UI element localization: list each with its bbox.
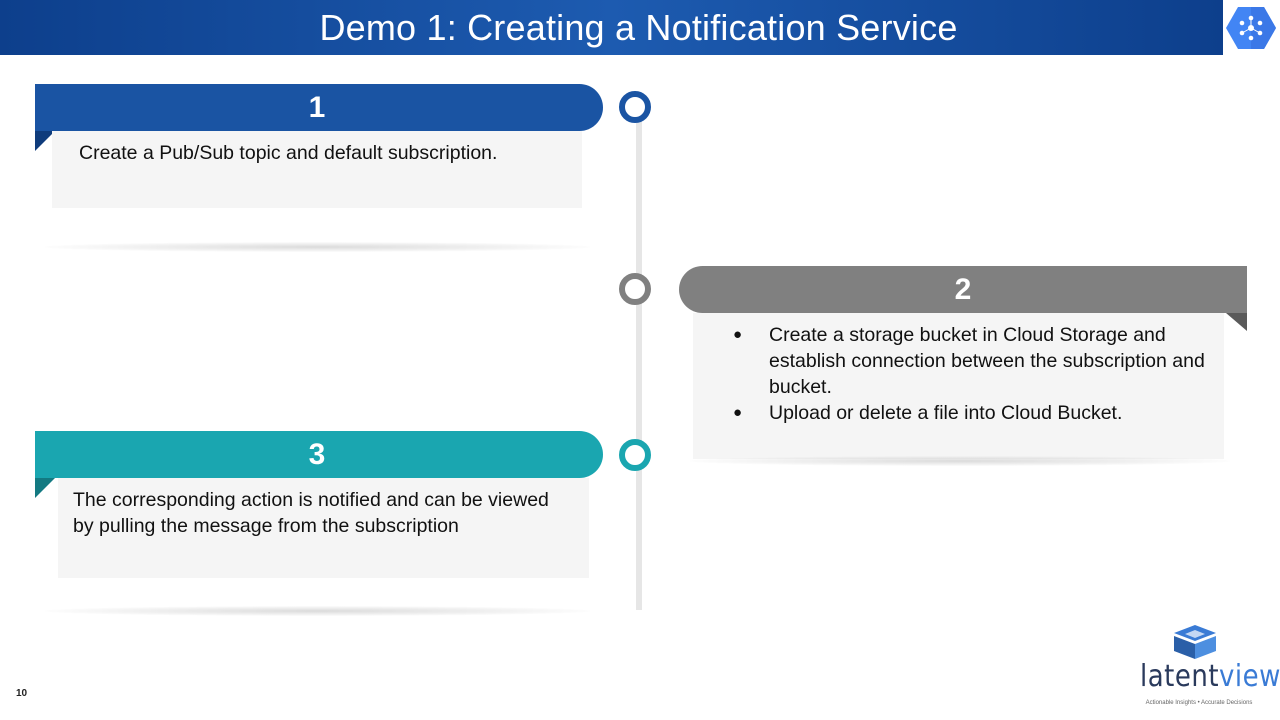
step-2-fold (1226, 313, 1247, 331)
slide-title-bar: Demo 1: Creating a Notification Service (0, 0, 1223, 55)
slide-title: Demo 1: Creating a Notification Service (319, 6, 958, 48)
step-3-number: 3 (308, 437, 326, 471)
brand-tagline: Actionable Insights • Accurate Decisions (1145, 700, 1253, 706)
timeline-line (636, 108, 642, 610)
step-1-text: Create a Pub/Sub topic and default subsc… (79, 142, 498, 164)
step-2-bullet-1: Create a storage bucket in Cloud Storage… (733, 322, 1212, 400)
step-3-fold (35, 478, 55, 498)
step-1-card: Create a Pub/Sub topic and default subsc… (52, 131, 582, 208)
step-2-shadow (690, 456, 1230, 466)
step-3-shadow (45, 606, 590, 616)
step-2-bullet-list: Create a storage bucket in Cloud Storage… (733, 322, 1212, 426)
step-1-number: 1 (308, 90, 326, 124)
latentview-cube-icon (1174, 625, 1216, 659)
page-number: 10 (16, 688, 28, 699)
step-3-header: 3 (35, 431, 603, 478)
step-2-bullet-2: Upload or delete a file into Cloud Bucke… (733, 400, 1212, 426)
timeline-node-1 (619, 91, 651, 123)
brand-word-part-2: view (1219, 659, 1280, 695)
google-cloud-hexagon-icon (1226, 7, 1276, 49)
timeline-node-3 (619, 439, 651, 471)
step-2-header: 2 (679, 266, 1247, 313)
step-3-text: The corresponding action is notified and… (73, 489, 549, 537)
timeline-node-2 (619, 273, 651, 305)
latentview-logo: latentview Actionable Insights • Accurat… (1140, 622, 1280, 712)
brand-word-part-1: latent (1140, 659, 1220, 695)
step-1-shadow (45, 242, 590, 252)
brand-wordmark: latentview (1140, 659, 1280, 695)
step-2-number: 2 (954, 272, 972, 306)
step-2-card: Create a storage bucket in Cloud Storage… (693, 313, 1224, 459)
step-3-card: The corresponding action is notified and… (58, 478, 589, 578)
step-1-header: 1 (35, 84, 603, 131)
